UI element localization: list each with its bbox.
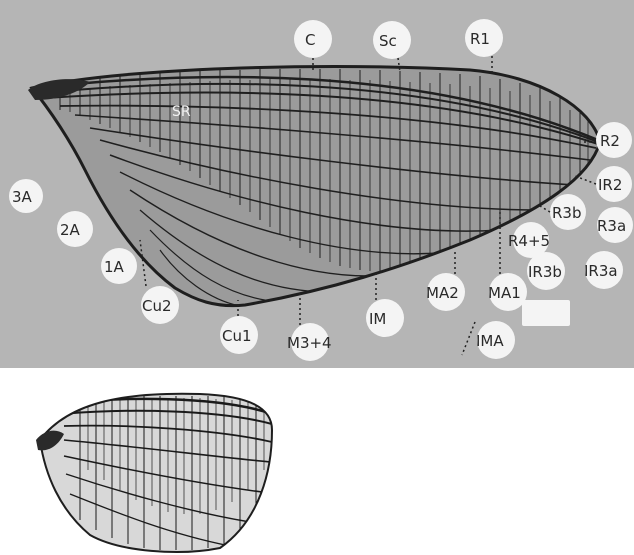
label-ir3b: IR3b [528,263,562,281]
label-m3-4: M3+4 [287,334,332,352]
label-ir3a: IR3a [584,262,618,280]
top-wing-photo-panel: SR [0,0,634,368]
bottom-wing-photo [36,394,272,552]
label-ma2: MA2 [426,284,459,302]
label-2a: 2A [60,221,81,239]
label-ma1: MA1 [488,284,521,302]
label-sc: Sc [379,32,397,50]
label-cu1: Cu1 [222,327,252,345]
label-ima: IMA [476,332,504,350]
label-im: IM [369,310,386,328]
label-sr: SR [172,104,191,120]
label-ir2: IR2 [598,176,622,194]
label-3a: 3A [12,188,33,206]
label-r3b: R3b [552,204,582,222]
label-r4-5: R4+5 [508,232,550,250]
label-r2: R2 [600,132,620,150]
label-r3a: R3a [597,217,626,235]
label-cu2: Cu2 [142,297,172,315]
label-c: C [305,31,315,49]
label-r1: R1 [470,30,490,48]
label-1a: 1A [104,258,125,276]
